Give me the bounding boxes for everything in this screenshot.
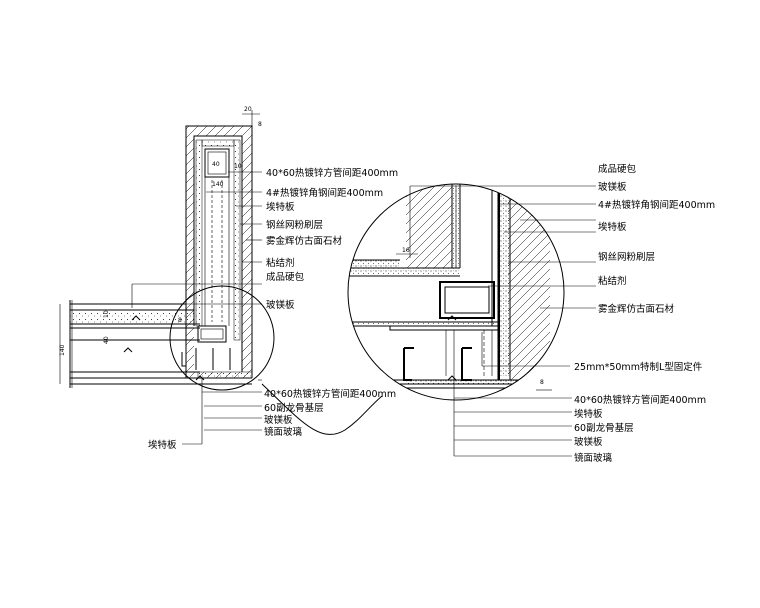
callout-curve <box>261 383 383 435</box>
left-leaders <box>131 171 262 445</box>
dim-total: 140 <box>59 344 66 356</box>
dim-tube-w: 40 <box>212 161 220 168</box>
dim-tube-h: 140 <box>212 181 224 188</box>
rlabel-mirror: 镜面玻璃 <box>574 452 612 464</box>
label-bottom-mgo: 玻镁板 <box>264 414 293 426</box>
label-stone-finish: 雾金辉仿古面石材 <box>266 235 343 247</box>
rlabel-bottom-mgo: 玻镁板 <box>574 436 603 448</box>
left-detail: 20 8 40 10 140 8 140 40 10 <box>59 106 398 451</box>
label-keel-base: 60副龙骨基层 <box>264 402 324 414</box>
label-bottom-square-tube: 40*60热镀锌方管间距400mm <box>264 388 396 400</box>
label-hard-panel: 成品硬包 <box>266 271 305 283</box>
label-mgo-board: 玻镁板 <box>266 299 295 311</box>
label-angle-steel: 4#热镀锌角钢间距400mm <box>266 187 383 199</box>
rlabel-bottom-eternit: 埃特板 <box>574 408 603 420</box>
left-labels: 40*60热镀锌方管间距400mm 4#热镀锌角钢间距400mm 埃特板 钢丝网… <box>148 167 398 451</box>
rlabel-eternit: 埃特板 <box>598 221 627 233</box>
right-top-labels: 成品硬包 玻镁板 4#热镀锌角钢间距400mm 埃特板 钢丝网粉刷层 粘结剂 雾… <box>598 163 715 315</box>
dim-top-width: 20 <box>244 106 252 113</box>
rlabel-hard-panel: 成品硬包 <box>598 163 637 175</box>
dim-left-gap: 16 <box>402 247 410 254</box>
label-mirror-glass: 镜面玻璃 <box>264 426 302 438</box>
dim-inner: 40 <box>103 336 110 344</box>
dim-tube-gap: 10 <box>234 163 242 170</box>
label-wire-mesh-plaster: 钢丝网粉刷层 <box>266 219 323 231</box>
right-bottom-leaders <box>453 330 572 457</box>
right-bottom-labels: 25mm*50mm特制L型固定件 40*60热镀锌方管间距400mm 埃特板 6… <box>574 361 706 464</box>
dim-wall-a: 8 <box>178 317 182 324</box>
rlabel-square-tube: 40*60热镀锌方管间距400mm <box>574 394 706 406</box>
rlabel-l-bracket: 25mm*50mm特制L型固定件 <box>574 361 703 373</box>
rlabel-stone: 雾金辉仿古面石材 <box>598 303 675 315</box>
rlabel-mgo-board: 玻镁板 <box>598 181 627 193</box>
label-square-tube: 40*60热镀锌方管间距400mm <box>266 167 398 179</box>
label-adhesive: 粘结剂 <box>266 257 295 269</box>
right-top-leaders <box>409 185 596 309</box>
dim-wall-thk: 10 <box>103 310 110 318</box>
magnified-circle <box>347 183 565 401</box>
rlabel-adhesive: 粘结剂 <box>598 275 627 287</box>
rlabel-wire-mesh: 钢丝网粉刷层 <box>598 251 655 263</box>
right-detail: 16 8 成品硬包 玻镁板 4#热镀锌角钢间距400mm 埃特板 钢丝网粉刷层 … <box>347 163 715 464</box>
dim-bottom-gap: 8 <box>540 379 544 386</box>
dim-top-cap: 8 <box>258 121 262 128</box>
label-side-eternit: 埃特板 <box>148 439 177 451</box>
rlabel-keel: 60副龙骨基层 <box>574 422 634 434</box>
label-eternit-board: 埃特板 <box>266 201 295 213</box>
rlabel-angle-steel: 4#热镀锌角钢间距400mm <box>598 199 715 211</box>
